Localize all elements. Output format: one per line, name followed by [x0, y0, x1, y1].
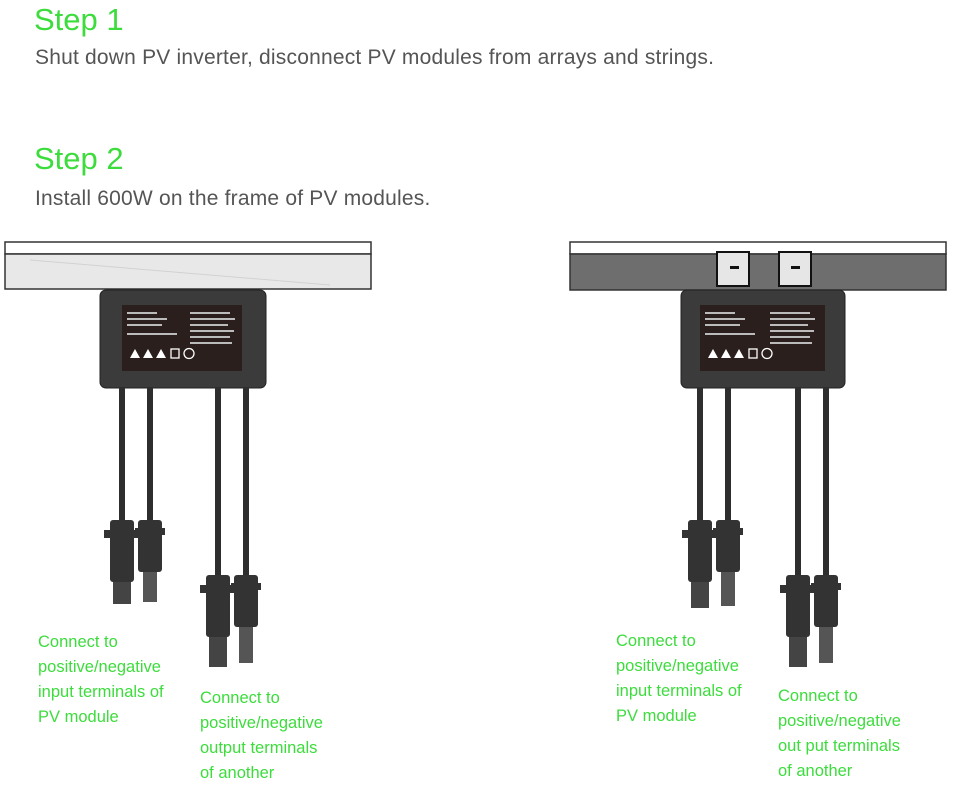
output-connectors — [200, 575, 261, 667]
pv-module-frame — [4, 241, 372, 290]
optimizer-device — [680, 289, 846, 389]
mounting-clips — [716, 251, 812, 287]
input-terminals-label: Connect to positive/negative input termi… — [38, 633, 164, 726]
optimizer-device — [99, 289, 267, 389]
cables — [697, 388, 829, 575]
step-1-description: Shut down PV inverter, disconnect PV mod… — [35, 46, 715, 69]
step-1-title: Step 1 — [34, 2, 124, 37]
output-terminals-label: Connect to positive/negative output term… — [200, 689, 323, 782]
step-2-title: Step 2 — [34, 141, 124, 176]
step-2-description: Install 600W on the frame of PV modules. — [35, 187, 431, 210]
installation-diagram-right: Connect to positive/negative input termi… — [560, 230, 960, 784]
optimizer-illustration-right — [569, 241, 947, 667]
installation-diagram-left: Connect to positive/negative input termi… — [0, 230, 380, 784]
cables — [119, 388, 249, 575]
input-connectors — [104, 520, 165, 604]
optimizer-illustration-left — [4, 241, 372, 667]
input-terminals-label: Connect to positive/negative input termi… — [616, 632, 742, 725]
input-connectors — [682, 520, 743, 608]
pv-module-frame — [569, 241, 947, 291]
output-connectors — [780, 575, 841, 667]
output-terminals-label: Connect to positive/negative out put ter… — [778, 687, 901, 780]
